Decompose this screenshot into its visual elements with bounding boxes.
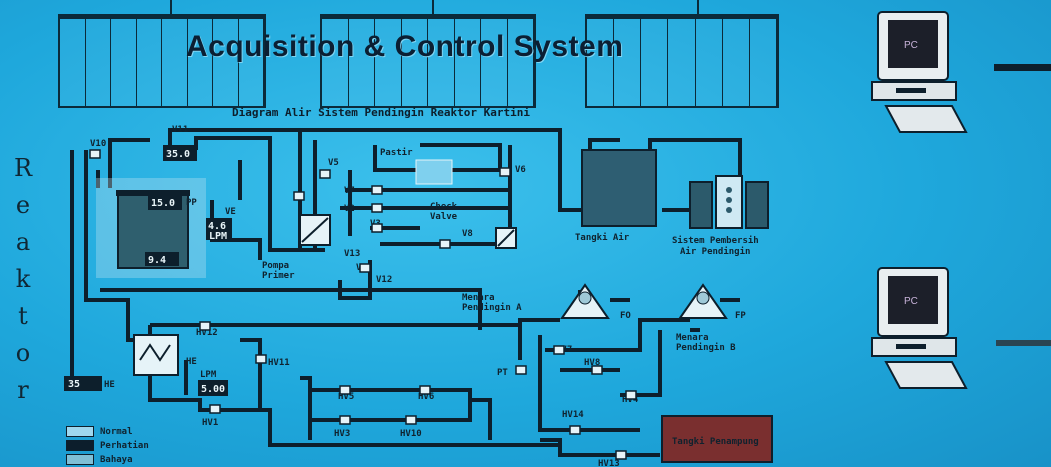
legend-label-normal: Normal xyxy=(100,427,133,437)
label-menara-a1: Menara xyxy=(462,293,495,303)
label-pompa: Pompa xyxy=(262,261,289,271)
label-hv13: HV13 xyxy=(598,459,620,467)
label-check: Check xyxy=(430,202,458,212)
label-v10: V10 xyxy=(90,139,106,149)
label-v5: V5 xyxy=(328,158,339,168)
label-v2: V2 xyxy=(344,204,355,214)
label-menara-b2: Pendingin B xyxy=(676,342,736,353)
filter-3 xyxy=(746,182,768,228)
filter-1 xyxy=(690,182,712,228)
label-tangki-penampung: Tangki Penampung xyxy=(672,436,759,447)
legend-label-bahaya: Bahaya xyxy=(100,455,133,465)
water-tank xyxy=(582,150,656,226)
label-pastir: Pastir xyxy=(380,147,413,158)
label-pembersih: Sistem Pembersih xyxy=(672,235,759,246)
label-hv1: HV1 xyxy=(202,418,218,428)
label-hv14: HV14 xyxy=(562,410,584,420)
label-menara-b1: Menara xyxy=(676,333,709,343)
display-hx-value: 35 xyxy=(68,379,80,390)
pc-bottom-label: PC xyxy=(904,296,918,307)
label-fp: FP xyxy=(735,311,746,321)
label-hv10: HV10 xyxy=(400,429,422,439)
label-he: HE xyxy=(186,357,197,367)
pc-top: PC xyxy=(866,6,1051,136)
label-ve: VE xyxy=(225,207,236,217)
display-lpm-value: 5.00 xyxy=(201,384,225,395)
label-hx-tag: HE xyxy=(104,380,115,390)
legend-bahaya: Bahaya xyxy=(66,454,133,465)
legend-normal: Normal xyxy=(66,426,133,437)
label-primer: Primer xyxy=(262,270,295,281)
label-v6: V6 xyxy=(515,165,526,175)
label-v13: V13 xyxy=(344,249,360,259)
label-v7: V7 xyxy=(344,186,355,196)
label-v8: V8 xyxy=(462,229,473,239)
display-mid-value: 15.0 xyxy=(151,198,175,209)
label-v11: V11 xyxy=(172,125,188,135)
label-menara-a2: Pendingin A xyxy=(462,302,522,313)
label-hv11: HV11 xyxy=(268,358,290,368)
label-pt: PT xyxy=(497,368,508,378)
legend-perhatian: Perhatian xyxy=(66,440,149,451)
pc-bottom: PC xyxy=(866,262,1051,392)
label-pp: PP xyxy=(186,198,197,208)
pc-top-keyboard xyxy=(886,106,966,132)
pastir-box xyxy=(416,160,452,184)
legend-swatch-perhatian xyxy=(66,440,94,451)
label-hv3: HV3 xyxy=(334,429,350,439)
pc-bottom-keyboard xyxy=(886,362,966,388)
legend-swatch-normal xyxy=(66,426,94,437)
legend-swatch-bahaya xyxy=(66,454,94,465)
label-valve: Valve xyxy=(430,212,458,222)
legend-label-perhatian: Perhatian xyxy=(100,441,149,451)
display-bottom-value: 9.4 xyxy=(148,255,166,266)
pc-top-label: PC xyxy=(904,40,918,51)
flow-display-unit: LPM xyxy=(209,231,227,242)
label-fo: FO xyxy=(620,311,631,321)
label-air-pendingin: Air Pendingin xyxy=(680,246,750,257)
label-tangki: Tangki Air xyxy=(575,232,630,243)
label-v12: V12 xyxy=(376,275,392,285)
label-lpm2: LPM xyxy=(200,370,217,380)
display-top-value: 35.0 xyxy=(166,149,190,160)
